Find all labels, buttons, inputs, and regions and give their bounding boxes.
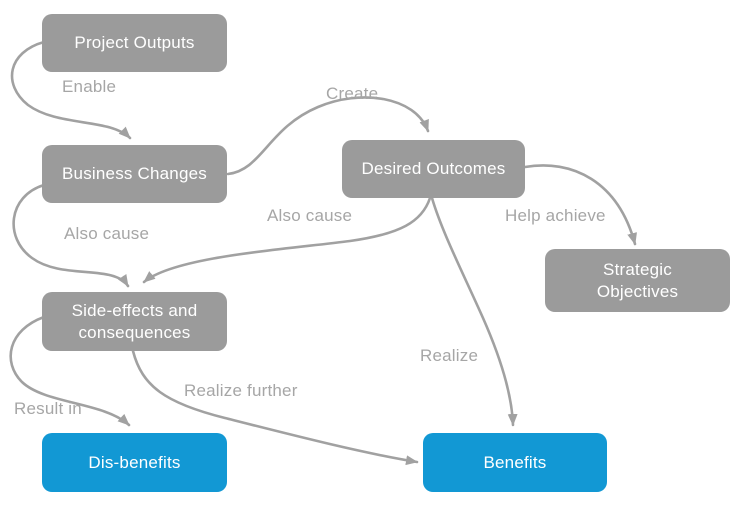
edge-label-realize-further: Realize further <box>184 381 298 400</box>
edge-label-create: Create <box>326 84 379 103</box>
edge-label-also-cause-right: Also cause <box>267 206 353 225</box>
node-business-changes: Business Changes <box>42 145 227 203</box>
arrow-enable <box>10 40 132 140</box>
node-desired-outcomes: Desired Outcomes <box>342 140 525 198</box>
node-strategic-objectives-label: Strategic Objectives <box>596 259 679 301</box>
node-project-outputs-label: Project Outputs <box>74 33 195 53</box>
node-benefits: Benefits <box>423 433 607 492</box>
node-business-changes-label: Business Changes <box>62 164 207 184</box>
node-desired-outcomes-label: Desired Outcomes <box>361 159 506 179</box>
edge-label-realize: Realize <box>420 346 479 365</box>
edge-label-also-cause-left: Also cause <box>64 224 150 243</box>
node-side-effects-and-consequences: Side-effects and consequences <box>42 292 227 351</box>
node-benefits-label: Benefits <box>483 452 547 472</box>
arrow-also-cause-right <box>142 196 432 284</box>
arrow-help-achieve <box>523 164 637 246</box>
node-dis-benefits-label: Dis-benefits <box>88 452 181 472</box>
arrow-result-in <box>9 315 131 427</box>
node-side-effects-label: Side-effects and consequences <box>71 300 198 342</box>
edge-label-result-in: Result in <box>14 399 82 418</box>
node-dis-benefits: Dis-benefits <box>42 433 227 492</box>
arrow-realize-further <box>131 349 419 466</box>
arrow-realize <box>430 196 518 427</box>
arrow-create <box>226 96 430 176</box>
edge-label-enable: Enable <box>62 77 117 96</box>
node-project-outputs: Project Outputs <box>42 14 227 72</box>
edge-label-help-achieve: Help achieve <box>505 206 606 225</box>
arrow-also-cause-left <box>12 183 130 288</box>
node-strategic-objectives: Strategic Objectives <box>545 249 730 312</box>
